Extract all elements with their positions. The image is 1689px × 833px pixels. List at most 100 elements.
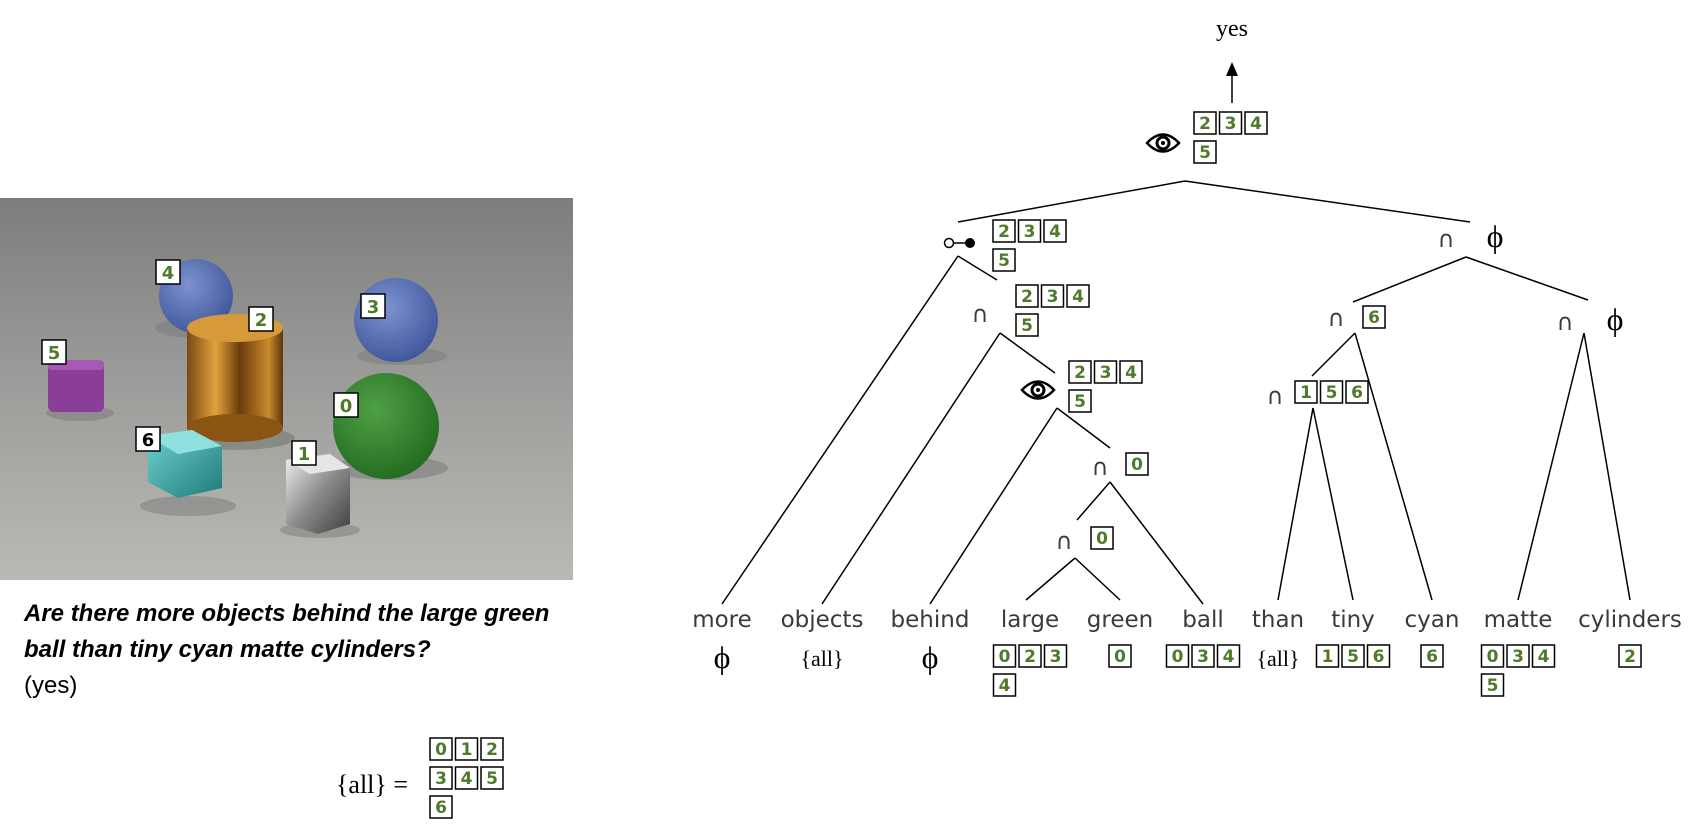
id-box [992, 673, 1017, 697]
id-box-label: 5 [486, 769, 498, 789]
id-box [1506, 644, 1530, 668]
empty-set-symbol: ϕ [1487, 218, 1504, 254]
node-than-cyl: ∩ϕ [1438, 218, 1504, 254]
empty-set-symbol: ϕ [714, 639, 731, 675]
id-box [1531, 644, 1556, 668]
eye-icon [1145, 133, 1181, 153]
id-box [1040, 284, 1065, 308]
node-large-green-ball: ∩0 [1092, 452, 1149, 481]
word-label: more [692, 607, 752, 633]
id-box [1193, 140, 1217, 164]
id-box [1066, 284, 1090, 308]
word-result-boxes: 0 [1108, 644, 1132, 668]
id-box-label: 3 [435, 769, 447, 789]
id-box-label: 5 [1021, 316, 1033, 336]
object-tag-label: 6 [142, 430, 155, 451]
id-box [1315, 644, 1340, 668]
empty-set-symbol: ϕ [1607, 301, 1624, 337]
object-tag-label: 0 [340, 396, 353, 417]
id-box-label: 5 [1074, 392, 1086, 412]
word-result-boxes: 2 [1618, 644, 1642, 668]
id-box-label: 4 [1072, 287, 1084, 307]
object-tag-5: 5 [41, 339, 67, 365]
word-label: objects [781, 607, 864, 633]
intersect-icon: ∩ [1092, 455, 1109, 481]
id-box-label: 3 [1047, 287, 1059, 307]
id-box [1018, 644, 1042, 668]
id-box [1618, 644, 1642, 668]
id-box [1345, 380, 1369, 404]
question-block: Are there more objects behind the large … [24, 596, 584, 704]
id-box [429, 795, 453, 819]
id-box [454, 766, 479, 790]
word-result-boxes: 6 [1420, 644, 1444, 668]
id-box-label: 5 [1199, 143, 1211, 163]
id-box-label: 6 [435, 798, 447, 818]
tree-edges [721, 180, 1631, 605]
intersect-icon: ∩ [1557, 310, 1574, 336]
id-box [1119, 360, 1143, 384]
id-box-label: 3 [1225, 114, 1237, 134]
compare-icon [943, 237, 975, 249]
all-set-symbol: {all} [800, 646, 843, 671]
scene-image [0, 198, 573, 580]
id-box [992, 248, 1016, 272]
id-box [1043, 644, 1068, 668]
id-box-label: 2 [486, 740, 498, 760]
all-set-label: {all} = [336, 770, 408, 799]
word-label: than [1252, 607, 1304, 633]
id-box-label: 2 [1074, 363, 1086, 383]
id-box-label: 6 [1426, 647, 1438, 667]
id-box-label: 0 [999, 647, 1011, 667]
intersect-icon: ∩ [972, 302, 989, 328]
id-box [1043, 219, 1067, 243]
id-box-label: 1 [461, 740, 473, 760]
id-box [1366, 644, 1391, 668]
intersect-icon: ∩ [1267, 384, 1284, 410]
id-box-label: 0 [1131, 455, 1143, 475]
word-label: matte [1484, 607, 1553, 633]
id-box-label: 4 [999, 676, 1011, 696]
node-large-green: ∩0 [1056, 526, 1114, 555]
object-tag-6: 6 [135, 426, 161, 452]
id-box [1216, 644, 1241, 668]
id-box [1165, 644, 1190, 668]
id-box-label: 3 [1197, 647, 1209, 667]
id-box [992, 219, 1016, 243]
object-tag-label: 2 [255, 310, 268, 331]
id-box-label: 5 [1347, 647, 1359, 667]
id-box [1093, 360, 1118, 384]
arrow-head [1226, 62, 1238, 76]
id-box-label: 5 [1487, 676, 1499, 696]
id-box [1015, 313, 1039, 337]
id-box-label: 2 [998, 222, 1010, 242]
output-label: yes [1216, 16, 1248, 42]
id-box-label: 2 [1199, 114, 1211, 134]
word-label: ball [1182, 607, 1223, 633]
object-tag-1: 1 [291, 440, 317, 466]
empty-set-symbol: ϕ [922, 639, 939, 675]
node-result-boxes: 0 [1125, 452, 1149, 476]
object-tag-label: 5 [48, 343, 61, 364]
id-box-label: 0 [1487, 647, 1499, 667]
object-tag-0: 0 [333, 392, 359, 418]
id-box-label: 4 [1250, 114, 1262, 134]
word-label: behind [891, 607, 970, 633]
object-tag-label: 4 [162, 263, 175, 284]
word-than: than{all} [1252, 607, 1304, 671]
